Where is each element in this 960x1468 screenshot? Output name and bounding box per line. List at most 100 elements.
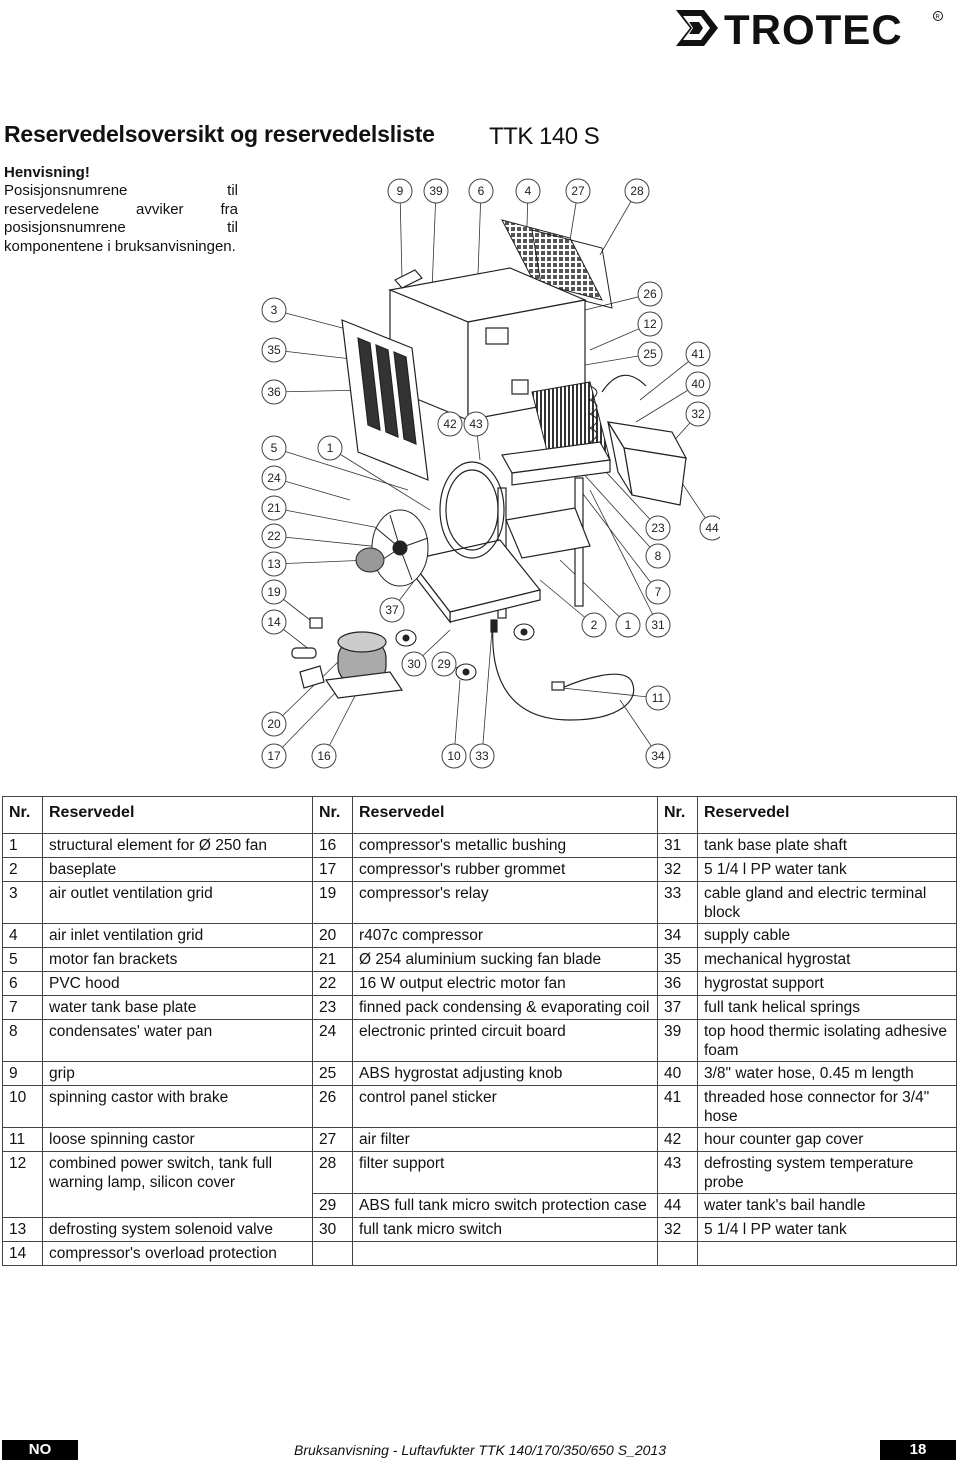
callout-label: 2 [581,612,607,638]
part-name-cell: compressor's rubber grommet [352,857,658,882]
callout-number: 32 [691,407,705,421]
callout-label: 28 [624,178,650,204]
fan-housing-drawing [439,461,505,559]
model-name: TTK 140 S [489,123,600,150]
callout-label: 17 [261,743,287,769]
callout-label: 29 [431,651,457,677]
callout-label: 42 [437,411,463,437]
part-number-cell: 44 [657,1193,698,1218]
svg-text:R: R [936,15,941,21]
part-number-cell: 36 [657,971,698,996]
callout-label: 16 [311,743,337,769]
footer: NO Bruksanvisning - Luftavfukter TTK 140… [2,1440,956,1460]
ventilation-grid-drawing [341,319,429,481]
callout-number: 33 [475,749,489,763]
part-name-cell: baseplate [42,857,313,882]
part-number-cell [657,1241,698,1266]
header-nr: Nr. [657,796,698,834]
callout-number: 44 [705,521,719,535]
part-number-cell: 40 [657,1061,698,1086]
part-number-cell: 42 [657,1127,698,1152]
callout-label: 34 [645,743,671,769]
part-name-cell: ABS hygrostat adjusting knob [352,1061,658,1086]
page-number: 18 [880,1440,956,1460]
header-part: Reservedel [697,796,957,834]
callout-number: 4 [525,184,532,198]
part-number-cell: 32 [657,1217,698,1242]
part-name-cell: compressor's relay [352,881,658,924]
part-number-cell: 27 [312,1127,353,1152]
part-number-cell: 24 [312,1019,353,1062]
callout-number: 28 [630,184,644,198]
table-header-row: Nr. Reservedel Nr. Reservedel Nr. Reserv… [2,796,957,834]
part-number-cell: 32 [657,857,698,882]
part-name-cell: full tank micro switch [352,1217,658,1242]
part-name-cell: top hood thermic isolating adhesive foam [697,1019,957,1062]
part-number-cell: 4 [2,923,43,948]
callout-number: 25 [643,347,657,361]
callout-number: 39 [429,184,443,198]
part-number-cell: 13 [2,1217,43,1242]
callout-number: 1 [327,441,334,455]
callout-number: 11 [652,691,665,705]
part-name-cell [697,1241,957,1266]
callout-label: 23 [645,515,671,541]
air-filter-drawing [501,219,613,309]
callout-label: 31 [645,612,671,638]
part-number-cell: 20 [312,923,353,948]
part-name-cell: compressor's overload protection [42,1241,313,1266]
callout-label: 8 [645,543,671,569]
callout-number: 16 [317,749,331,763]
part-number-cell: 28 [312,1151,353,1194]
note-heading: Henvisning! [4,164,90,181]
page-title: Reservedelsoversikt og reservedelsliste [4,121,435,147]
part-name-cell: tank base plate shaft [697,833,957,858]
part-name-cell: 5 1/4 l PP water tank [697,1217,957,1242]
callout-label: 4 [515,178,541,204]
callout-label: 37 [379,597,405,623]
supply-cable-drawing [490,619,635,721]
part-number-cell: 1 [2,833,43,858]
header-nr: Nr. [2,796,43,834]
language-badge: NO [2,1440,78,1460]
callout-number: 42 [443,417,457,431]
part-number-cell: 19 [312,881,353,924]
header-nr: Nr. [312,796,353,834]
note: Henvisning! Posisjonsnumrene til reserve… [4,164,238,256]
part-number-cell: 8 [2,1019,43,1062]
part-number-cell: 34 [657,923,698,948]
callout-label: 26 [637,281,663,307]
part-number-cell: 11 [2,1127,43,1152]
callout-number: 31 [651,618,665,632]
callout-number: 41 [691,347,705,361]
part-number-cell: 5 [2,947,43,972]
callout-number: 27 [571,184,585,198]
callout-number: 7 [655,585,662,599]
part-number-cell: 9 [2,1061,43,1086]
part-name-cell: motor fan brackets [42,947,313,972]
callout-number: 10 [447,749,461,763]
part-name-cell: combined power switch, tank full warning… [42,1151,313,1218]
part-name-cell: air inlet ventilation grid [42,923,313,948]
callout-number: 19 [267,585,281,599]
callout-label: 33 [469,743,495,769]
part-number-cell: 43 [657,1151,698,1194]
callout-label: 25 [637,341,663,367]
part-name-cell: loose spinning castor [42,1127,313,1152]
callout-number: 1 [625,618,632,632]
callout-label: 12 [637,311,663,337]
callout-label: 3 [261,297,287,323]
water-tank-drawing [601,374,688,506]
part-name-cell: water tank's bail handle [697,1193,957,1218]
part-name-cell: structural element for Ø 250 fan [42,833,313,858]
callout-number: 13 [267,557,281,571]
compressor-drawing [291,617,404,699]
callout-number: 21 [267,501,281,515]
parts-table: Nr. Reservedel Nr. Reservedel Nr. Reserv… [2,796,957,1266]
part-number-cell: 7 [2,995,43,1020]
part-name-cell: supply cable [697,923,957,948]
